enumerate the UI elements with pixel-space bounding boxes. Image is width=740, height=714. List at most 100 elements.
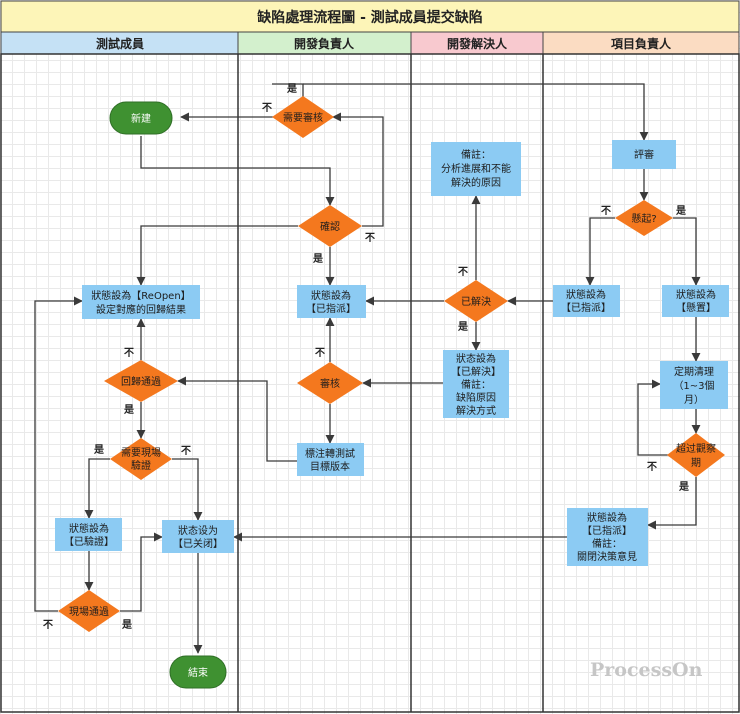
note-cannot-line1: 備註： bbox=[461, 148, 491, 161]
edge-need-verify-no-to-closed bbox=[172, 458, 203, 521]
decision-resolved bbox=[444, 280, 508, 322]
edge-label-no: 不 bbox=[458, 266, 468, 278]
periodic-line3: 月） bbox=[684, 394, 704, 406]
resolved-line2: 【已解決】 bbox=[451, 365, 501, 378]
process-assigned-dev bbox=[297, 285, 366, 318]
mark-version-line2: 目標版本 bbox=[310, 460, 350, 473]
process-reopen bbox=[82, 285, 200, 319]
need-review-label: 需要審核 bbox=[283, 111, 323, 124]
decision-site-pass bbox=[58, 590, 120, 632]
edge-label-yes: 是 bbox=[121, 619, 132, 631]
new-label: 新建 bbox=[131, 112, 151, 125]
edge-label-yes: 是 bbox=[675, 205, 686, 217]
assigned-note-line4: 關閉決策意見 bbox=[577, 550, 637, 563]
lane-title-tester: 測試成員 bbox=[96, 36, 144, 51]
decision-over-obs bbox=[667, 433, 725, 477]
review-pm-label: 評審 bbox=[634, 148, 654, 161]
process-review-pm bbox=[612, 140, 676, 169]
lane-title-dev-lead: 開發負責人 bbox=[294, 36, 355, 51]
note-cannot-line3: 解決的原因 bbox=[451, 176, 501, 189]
decision-suspend bbox=[615, 200, 673, 236]
edge-label-yes: 是 bbox=[286, 83, 297, 95]
assigned-pm-line2: 【已指派】 bbox=[561, 301, 611, 314]
edge-label-no: 不 bbox=[124, 347, 134, 359]
edge-label-yes: 是 bbox=[123, 404, 134, 416]
verified-line2: 【已驗證】 bbox=[64, 535, 114, 548]
edge-confirm-no-to-need-review bbox=[332, 112, 384, 227]
assigned-note-line3: 備註： bbox=[592, 537, 622, 550]
need-verify-line2: 驗證 bbox=[131, 459, 151, 472]
verified-line1: 狀態設為 bbox=[69, 522, 109, 535]
decision-regress bbox=[104, 360, 178, 402]
lanes-frame bbox=[0, 53, 740, 713]
assigned-dev-line2: 【已指派】 bbox=[306, 302, 356, 315]
mark-version-line1: 標注轉測試 bbox=[305, 447, 355, 460]
confirm-label: 確認 bbox=[320, 220, 340, 233]
title-bar bbox=[0, 0, 740, 33]
edge-label-yes: 是 bbox=[93, 444, 104, 456]
resolved-q-label: 已解決 bbox=[461, 295, 491, 308]
edge-suspend-no-to-assigned bbox=[585, 217, 615, 286]
periodic-line1: 定期清理 bbox=[674, 365, 714, 378]
edge-label-no: 不 bbox=[365, 232, 375, 244]
need-verify-line1: 需要現場 bbox=[121, 446, 161, 459]
suspend-label: 懸起? bbox=[631, 213, 656, 225]
edge-label-no: 不 bbox=[315, 347, 325, 359]
suspended-line2: 【懸置】 bbox=[676, 302, 716, 314]
end-label: 結束 bbox=[188, 666, 208, 679]
reopen-line2: 設定對應的回歸結果 bbox=[96, 303, 186, 316]
reopen-line1: 狀態設為【ReOpen】 bbox=[91, 289, 190, 302]
edge-site-pass-no-to-reopen bbox=[34, 296, 83, 612]
edge-label-no: 不 bbox=[181, 445, 191, 457]
edge-label-no: 不 bbox=[647, 461, 657, 473]
resolved-line3: 備註： bbox=[461, 378, 491, 391]
closed-line1: 狀态设为 bbox=[178, 524, 218, 537]
resolved-line5: 解決方式 bbox=[456, 404, 496, 417]
edges bbox=[34, 83, 701, 654]
over-obs-line2: 期 bbox=[691, 457, 701, 469]
edge-over-obs-no-loop bbox=[637, 379, 668, 456]
over-obs-line1: 超过觀察 bbox=[676, 442, 716, 455]
process-note-cannot bbox=[431, 142, 521, 196]
audit-label: 審核 bbox=[320, 377, 340, 390]
edge-label-yes: 是 bbox=[312, 253, 323, 265]
process-suspended bbox=[662, 285, 729, 317]
resolved-line1: 狀态設為 bbox=[456, 352, 496, 365]
edge-confirm-to-reopen bbox=[136, 225, 298, 286]
start-node-new bbox=[109, 101, 173, 135]
process-verified bbox=[55, 518, 122, 551]
assigned-pm-line1: 狀態設為 bbox=[566, 288, 606, 301]
regress-label: 回歸通過 bbox=[121, 375, 161, 388]
assigned-note-line2: 【已指派】 bbox=[582, 524, 632, 537]
process-assigned-pm bbox=[553, 285, 620, 317]
diagram-title: 缺陷處理流程圖 - 測試成員提交缺陷 bbox=[257, 9, 483, 26]
edge-label-no: 不 bbox=[601, 205, 611, 217]
edge-over-obs-yes-to-note bbox=[647, 477, 697, 530]
process-closed bbox=[162, 520, 234, 553]
closed-line2: 【已关闭】 bbox=[173, 537, 223, 550]
edge-need-review-yes-to-review bbox=[303, 83, 649, 141]
edge-need-verify-yes-to-verified bbox=[84, 458, 110, 519]
site-pass-label: 現場通過 bbox=[69, 605, 109, 618]
periodic-line2: （1~3個 bbox=[673, 379, 714, 392]
decision-need-review bbox=[272, 96, 334, 138]
edge-site-pass-yes-to-closed bbox=[120, 532, 163, 612]
edge-label-no: 不 bbox=[262, 102, 272, 114]
assigned-dev-line1: 狀態設為 bbox=[311, 289, 351, 302]
edge-label-no: 不 bbox=[43, 619, 53, 631]
edge-suspend-yes-to-suspended bbox=[673, 217, 701, 286]
resolved-line4: 缺陷原因 bbox=[456, 391, 496, 404]
edge-mark-version-to-regress bbox=[177, 376, 297, 462]
lane-title-dev-fixer: 開發解決人 bbox=[447, 36, 508, 51]
suspended-line1: 狀態設為 bbox=[676, 288, 716, 301]
process-resolved bbox=[443, 350, 509, 418]
edge-new-to-confirm bbox=[140, 136, 335, 206]
edge-label-yes: 是 bbox=[457, 321, 468, 333]
decision-audit bbox=[297, 362, 363, 404]
assigned-note-line1: 狀態設為 bbox=[587, 511, 627, 524]
end-node bbox=[169, 655, 227, 689]
note-cannot-line2: 分析進展和不能 bbox=[441, 162, 511, 175]
watermark: ProcessOn bbox=[590, 659, 703, 681]
